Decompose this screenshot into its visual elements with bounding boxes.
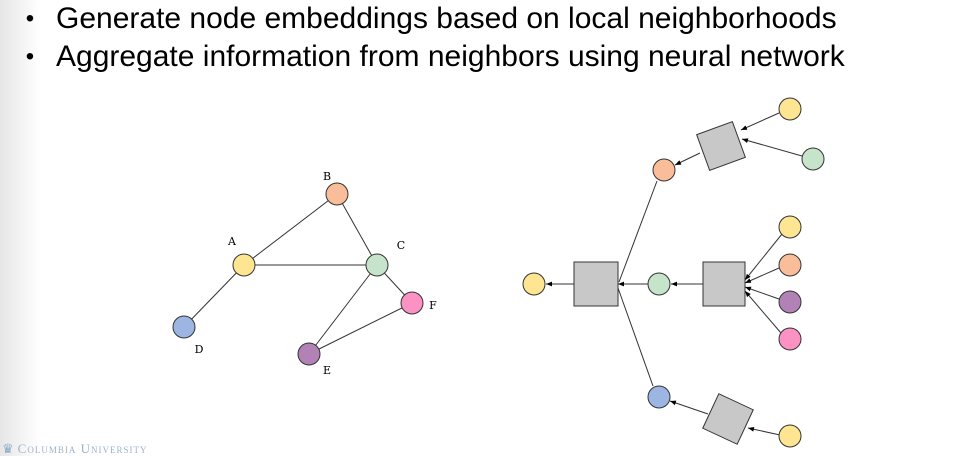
node-circle	[801, 147, 825, 171]
graph-node-a	[232, 253, 256, 277]
edge	[744, 290, 782, 334]
node-label: A	[227, 235, 237, 248]
edge	[618, 180, 658, 283]
node-circle	[778, 327, 802, 351]
graph-edge	[183, 264, 245, 328]
bullet-item: • Generate node embeddings based on loca…	[18, 0, 845, 38]
aggregator-box	[696, 121, 746, 171]
edge	[744, 233, 783, 281]
node-circle	[652, 158, 676, 182]
graph-edge	[243, 193, 338, 266]
graph-edge	[308, 264, 378, 355]
slide-background-shade	[0, 0, 40, 456]
node-label: C	[397, 239, 405, 252]
bullet-text: Aggregate information from neighbors usi…	[56, 40, 845, 73]
bullet-dot-icon: •	[25, 43, 35, 70]
edge	[744, 267, 780, 284]
computation-nodes	[522, 97, 825, 448]
aggregator-box	[702, 261, 746, 307]
edge	[744, 286, 780, 300]
bullet-list: • Generate node embeddings based on loca…	[18, 0, 845, 76]
edge	[617, 287, 654, 387]
node-label: D	[195, 343, 204, 356]
edge	[741, 138, 803, 157]
node-circle	[778, 97, 802, 121]
node-label: B	[323, 170, 331, 183]
graph-node-b	[325, 182, 349, 206]
graph-node-e	[297, 342, 321, 366]
node-circle	[647, 272, 671, 296]
node-label: E	[323, 364, 331, 377]
node-circle	[522, 272, 546, 296]
edge	[740, 112, 780, 131]
university-logo: ♛ Columbia University	[2, 442, 147, 456]
crown-icon: ♛	[2, 442, 14, 456]
aggregator-boxes	[573, 121, 754, 445]
bullet-item: • Aggregate information from neighbors u…	[18, 38, 845, 76]
edge	[669, 400, 709, 415]
computation-graph	[522, 97, 825, 448]
graph-edge	[336, 193, 378, 266]
node-circle	[778, 215, 802, 239]
bullet-text: Generate node embeddings based on local …	[56, 2, 837, 35]
graph-node-d	[172, 315, 196, 339]
footer-text: Columbia University	[17, 442, 148, 456]
graph-node-f	[400, 291, 424, 315]
node-circle	[778, 253, 802, 277]
bullet-dot-icon: •	[25, 5, 35, 32]
graph-edge	[308, 302, 413, 355]
edge	[747, 426, 781, 436]
input-graph: A B C D E F	[172, 170, 437, 377]
graph-node-c	[365, 253, 389, 277]
aggregator-box	[702, 393, 754, 445]
edge	[674, 152, 701, 166]
aggregator-box	[573, 261, 619, 307]
node-circle	[647, 385, 671, 409]
node-circle	[778, 290, 802, 314]
node-label: F	[429, 299, 437, 312]
node-circle	[778, 424, 802, 448]
